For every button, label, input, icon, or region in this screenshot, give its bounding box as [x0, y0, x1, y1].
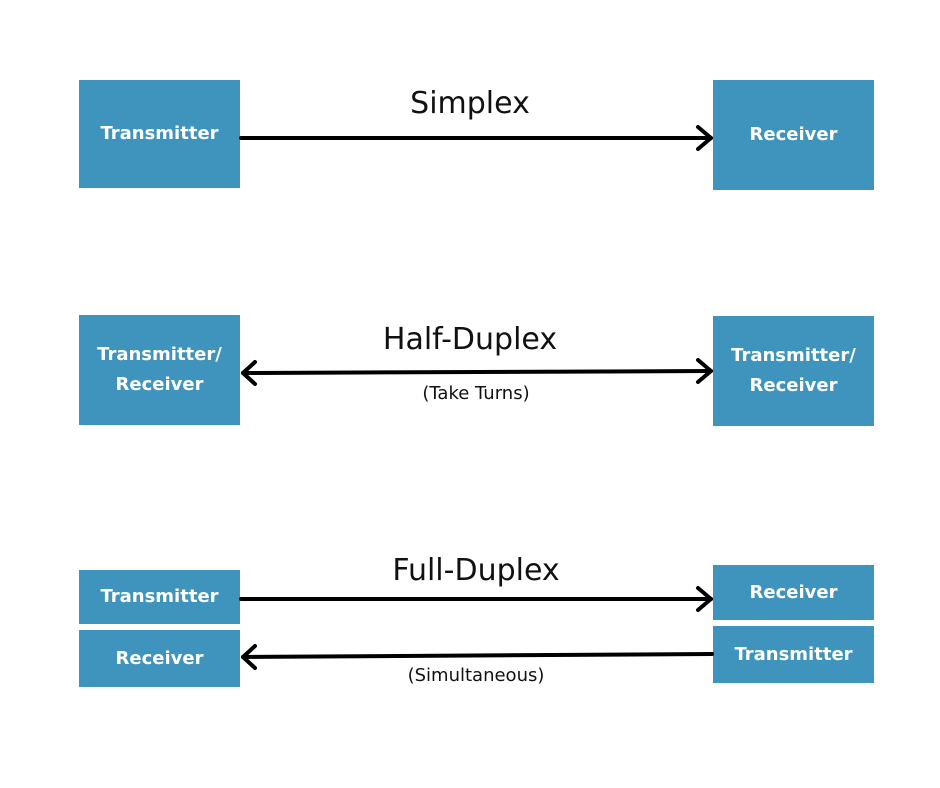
full-duplex-left-receiver-box: Receiver [79, 630, 240, 687]
simplex-title: Simplex [410, 86, 530, 121]
full-duplex-left-transmitter-box: Transmitter [79, 570, 240, 624]
half-duplex-arrow [241, 358, 713, 386]
full-duplex-right-receiver-box: Receiver [713, 565, 874, 620]
half-duplex-left-box: Transmitter/ Receiver [79, 315, 240, 425]
full-duplex-title: Full-Duplex [392, 553, 560, 588]
half-duplex-title: Half-Duplex [382, 322, 558, 357]
full-duplex-forward-arrow [239, 586, 713, 612]
simplex-receiver-box: Receiver [713, 80, 874, 190]
full-duplex-subtitle: (Simultaneous) [407, 665, 545, 686]
simplex-transmitter-box: Transmitter [79, 80, 240, 188]
simplex-arrow [239, 125, 713, 151]
full-duplex-reverse-arrow [241, 644, 714, 670]
full-duplex-right-transmitter-box: Transmitter [713, 626, 874, 683]
half-duplex-subtitle: (Take Turns) [422, 383, 530, 404]
half-duplex-right-box: Transmitter/ Receiver [713, 316, 874, 426]
